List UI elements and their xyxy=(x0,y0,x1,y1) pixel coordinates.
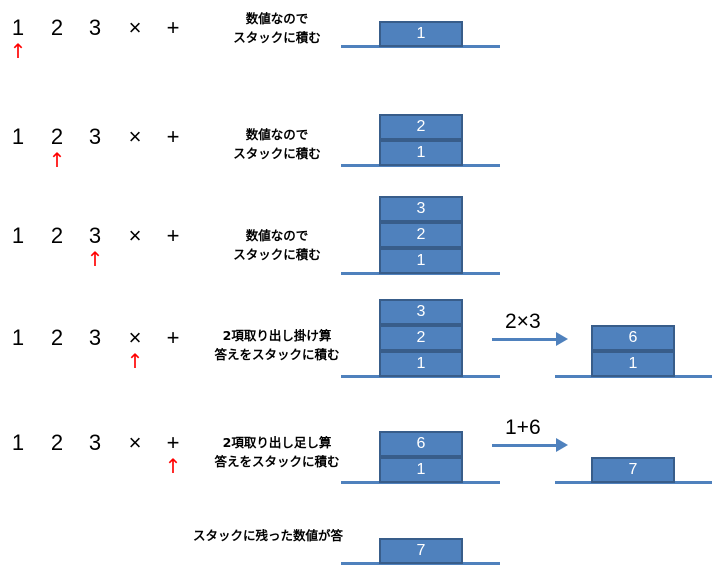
token-2: 3 xyxy=(88,15,102,40)
token-2: 3 xyxy=(88,325,102,350)
token-0: 1 xyxy=(11,15,25,40)
stack-item: 2 xyxy=(379,114,463,140)
final-stack-item: 7 xyxy=(379,538,463,564)
token-1: 2 xyxy=(50,223,64,248)
token-2: 3 xyxy=(88,223,102,248)
stack-item: 1 xyxy=(379,351,463,377)
stack-item: 1 xyxy=(379,140,463,166)
final-label: スタックに残った数値が答 xyxy=(192,528,343,543)
token-0: 1 xyxy=(11,325,25,350)
token-1: 2 xyxy=(50,124,64,149)
token-4: + xyxy=(166,15,180,40)
stack-item: 3 xyxy=(379,196,463,222)
token-3: × xyxy=(128,430,142,455)
step-label: 2項取り出し掛け算 xyxy=(222,328,332,343)
step-label: 数値なので xyxy=(245,127,309,142)
token-1: 2 xyxy=(50,15,64,40)
up-arrow-icon: ↑ xyxy=(48,148,66,172)
step-label: 数値なので xyxy=(245,11,309,26)
result-stack-item: 6 xyxy=(591,325,675,351)
stack-item: 1 xyxy=(379,457,463,483)
stack-item: 6 xyxy=(379,431,463,457)
token-0: 1 xyxy=(11,223,25,248)
step-label: 2項取り出し足し算 xyxy=(222,435,332,450)
step-label: スタックに積む xyxy=(233,247,321,262)
token-1: 2 xyxy=(50,325,64,350)
token-3: × xyxy=(128,223,142,248)
token-1: 2 xyxy=(50,430,64,455)
up-arrow-icon: ↑ xyxy=(86,247,104,271)
stack-item: 1 xyxy=(379,21,463,47)
right-arrow-icon xyxy=(492,332,568,346)
token-4: + xyxy=(166,430,180,455)
up-arrow-icon: ↑ xyxy=(126,349,144,373)
step-label: 答えをスタックに積む xyxy=(214,347,340,362)
operation-label: 2×3 xyxy=(505,310,541,333)
up-arrow-icon: ↑ xyxy=(9,39,27,63)
token-3: × xyxy=(128,124,142,149)
token-0: 1 xyxy=(11,430,25,455)
token-2: 3 xyxy=(88,124,102,149)
stack-item: 3 xyxy=(379,299,463,325)
token-4: + xyxy=(166,325,180,350)
right-arrow-icon xyxy=(492,438,568,452)
step-label: スタックに積む xyxy=(233,146,321,161)
token-2: 3 xyxy=(88,430,102,455)
token-3: × xyxy=(128,15,142,40)
token-4: + xyxy=(166,124,180,149)
result-stack-item: 7 xyxy=(591,457,675,483)
step-label: 数値なので xyxy=(245,228,309,243)
token-4: + xyxy=(166,223,180,248)
token-0: 1 xyxy=(11,124,25,149)
step-label: スタックに積む xyxy=(233,30,321,45)
token-3: × xyxy=(128,325,142,350)
stack-item: 1 xyxy=(379,248,463,274)
stack-item: 2 xyxy=(379,222,463,248)
step-label: 答えをスタックに積む xyxy=(214,454,340,469)
operation-label: 1+6 xyxy=(505,416,541,439)
result-stack-item: 1 xyxy=(591,351,675,377)
stack-item: 2 xyxy=(379,325,463,351)
up-arrow-icon: ↑ xyxy=(164,454,182,478)
